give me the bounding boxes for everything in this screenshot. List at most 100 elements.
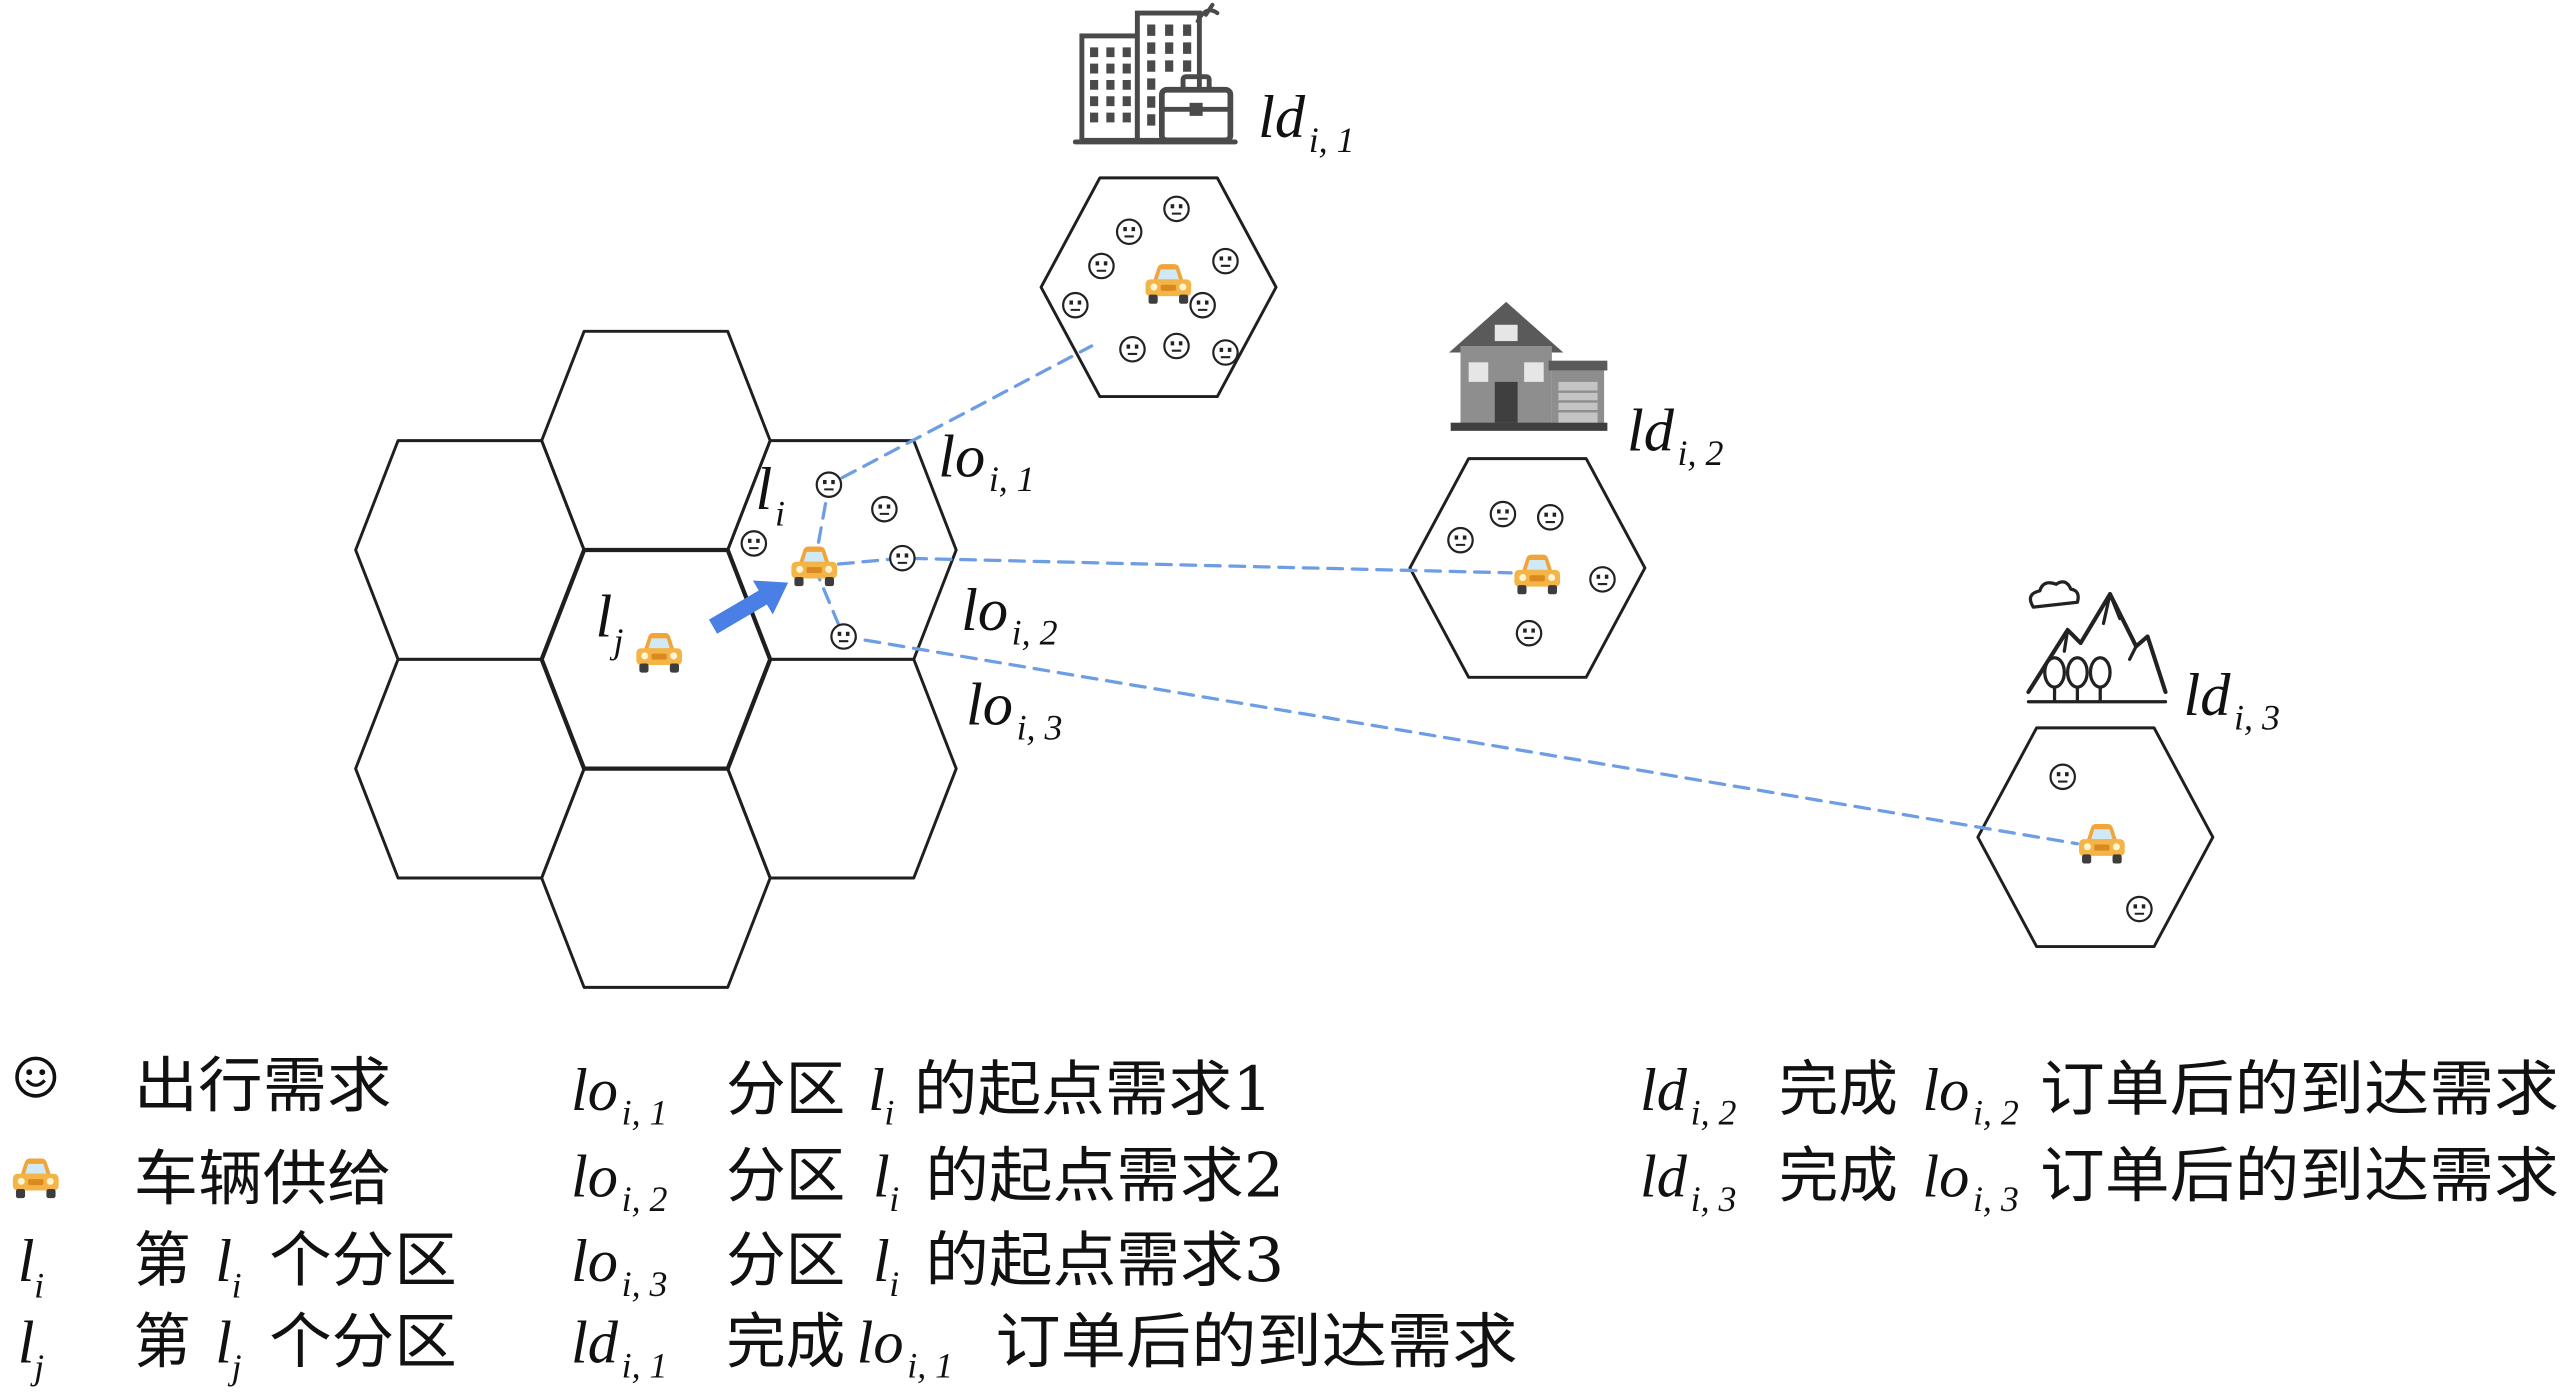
legend-var-sub: i, 1 (907, 1345, 953, 1385)
legend-symbol-base: ld (571, 1310, 619, 1377)
destination-label-base: ld (1627, 397, 1675, 464)
demand-face-icon (1212, 339, 1239, 366)
legend-item-zone-i: l i 第 l i 个分区 (18, 1226, 457, 1305)
zone-hex-top (540, 329, 772, 552)
car-icon-lj (636, 633, 683, 673)
legend-item-origin-3: lo i, 3 分区 l i 的起点需求3 (571, 1226, 1284, 1304)
destination-hex-1 (1039, 176, 1278, 399)
legend-item-destination-1: ld i, 1 完成 lo i, 1 订单后的到达需求 (571, 1308, 1518, 1386)
legend-var-sub: i (889, 1179, 899, 1219)
demand-face-icon (1536, 504, 1564, 531)
office-building-icon (1072, 2, 1238, 145)
legend-symbol-base: lo (571, 1143, 618, 1210)
legend-var-base: lo (1922, 1143, 1969, 1210)
demand-face-icon (1088, 252, 1115, 280)
legend-symbol-sub: i, 2 (622, 1179, 668, 1219)
demand-face-icon (2126, 895, 2153, 923)
car-icon-destination-2 (1514, 554, 1561, 595)
legend-prefix: 分区 (726, 1055, 845, 1125)
demand-face-icon (871, 495, 898, 523)
legend-symbol-sub: i, 3 (1691, 1179, 1737, 1219)
demand-face-icon (1589, 566, 1616, 593)
zone-hex-lower-right (726, 657, 958, 880)
legend-suffix: 的起点需求2 (925, 1141, 1284, 1211)
legend-symbol-sub: j (30, 1347, 44, 1387)
legend-prefix: 完成 (1779, 1055, 1898, 1125)
office-window-grid (1090, 24, 1192, 126)
origin-label-sub: i, 3 (1017, 707, 1063, 747)
demand-face-icon (1189, 291, 1216, 319)
demand-face-icon (1062, 291, 1089, 319)
destination-label-base: ld (1258, 84, 1306, 151)
zone-i-label-sub: i (775, 494, 785, 534)
legend-var-sub: i, 2 (1973, 1092, 2019, 1132)
legend-symbol-base: l (18, 1310, 35, 1377)
destination-label-2: ld i, 2 (1627, 397, 1724, 473)
legend-prefix: 完成 (1779, 1141, 1898, 1211)
destination-hex-3 (1976, 726, 2215, 949)
legend-suffix: 的起点需求1 (914, 1055, 1273, 1125)
legend-var-sub: j (228, 1347, 242, 1387)
demand-face-icon (1119, 335, 1146, 363)
destination-label-sub: i, 3 (2234, 698, 2280, 738)
zone-i-label: l i (755, 456, 785, 533)
legend-suffix: 订单后的到达需求 (995, 1308, 1517, 1378)
legend-item-zone-j: l j 第 l j 个分区 (18, 1308, 457, 1387)
origin-label-3: lo i, 3 (966, 672, 1062, 748)
legend-text: 车辆供给 (134, 1145, 392, 1215)
demand-face-icon (1115, 218, 1143, 246)
reposition-arrow (708, 580, 789, 634)
legend-prefix: 分区 (726, 1226, 845, 1296)
destination-hex-2 (1408, 457, 1647, 679)
legend-symbol-sub: i (34, 1265, 44, 1305)
origin-label-base: lo (966, 672, 1013, 739)
legend-prefix: 分区 (726, 1141, 845, 1211)
legend-var-sub: i (232, 1265, 242, 1305)
legend-var-base: lo (857, 1310, 904, 1377)
zone-cluster (354, 329, 958, 989)
origin-label-base: lo (938, 424, 985, 491)
car-icon-destination-1 (1145, 264, 1192, 304)
demand-face-icon (1163, 332, 1190, 360)
legend: 出行需求 车辆供给 l i 第 l i 个分区 l j 第 l j 个分区 lo… (12, 1052, 2559, 1387)
legend-var-base: l (215, 1310, 232, 1377)
legend-prefix: 第 (134, 1308, 191, 1378)
legend-suffix: 订单后的到达需求 (2040, 1055, 2559, 1125)
zone-hex-lj (539, 547, 773, 771)
zone-hex-bottom (540, 767, 772, 989)
origin-label-base: lo (961, 577, 1008, 644)
demand-face-icon (1447, 526, 1474, 554)
origin-label-1: lo i, 1 (938, 424, 1034, 500)
smiley-icon (15, 1056, 57, 1098)
legend-text: 出行需求 (134, 1052, 392, 1122)
cloud-icon (2028, 580, 2080, 609)
legend-symbol-sub: i, 1 (622, 1345, 668, 1385)
house-icon (1449, 301, 1608, 431)
legend-var-sub: i (884, 1092, 894, 1132)
legend-prefix: 第 (134, 1226, 191, 1296)
legend-var-base: l (868, 1057, 885, 1124)
legend-var-base: l (215, 1228, 232, 1295)
zone-j-label: l j (596, 583, 624, 660)
zone-hex-upper-left (354, 439, 586, 661)
legend-symbol-base: lo (571, 1228, 618, 1295)
legend-symbol-sub: i, 1 (622, 1092, 668, 1132)
legend-item-origin-2: lo i, 2 分区 l i 的起点需求2 (571, 1141, 1284, 1219)
legend-item-demand: 出行需求 (15, 1052, 392, 1122)
demand-face-icon (1515, 619, 1543, 647)
legend-var-base: l (873, 1228, 890, 1295)
trip-link-2 (812, 556, 1513, 575)
house-door (1494, 381, 1518, 423)
destination-label-sub: i, 2 (1678, 433, 1724, 473)
mountain-forest-icon (2026, 580, 2168, 704)
legend-item-destination-3: ld i, 3 完成 lo i, 3 订单后的到达需求 (1640, 1141, 2559, 1219)
demand-face-icon (1212, 247, 1239, 275)
demand-face-icon (1489, 500, 1517, 528)
legend-suffix: 个分区 (269, 1226, 457, 1296)
car-icon-li (791, 546, 838, 587)
legend-symbol-base: ld (1640, 1143, 1688, 1210)
legend-symbol-base: ld (1640, 1057, 1688, 1124)
origin-label-sub: i, 1 (989, 459, 1035, 499)
destination-label-1: ld i, 1 (1258, 84, 1354, 160)
